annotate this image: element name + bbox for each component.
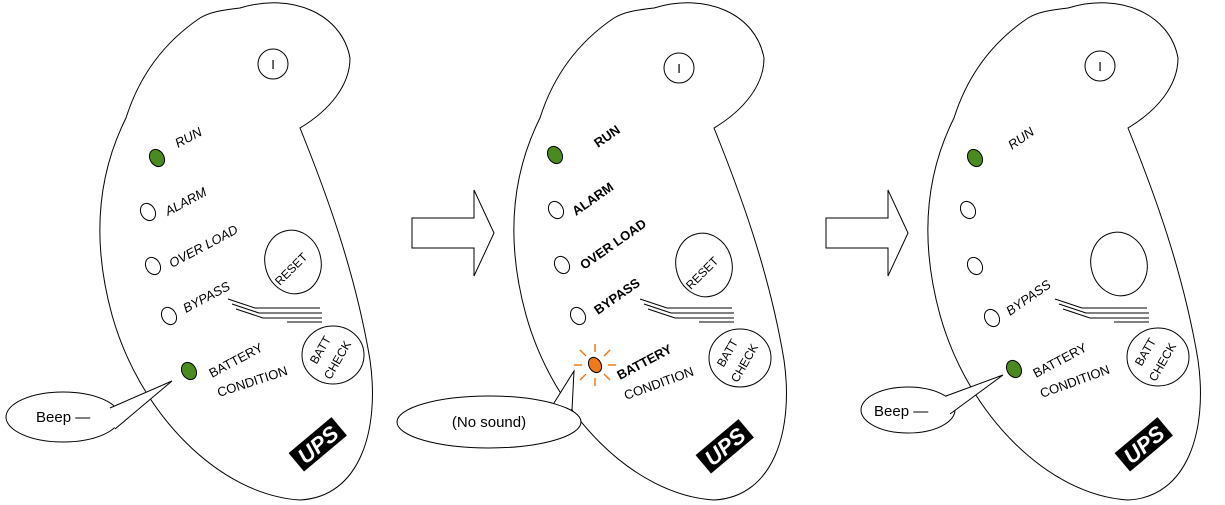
- alarm-led: [139, 202, 157, 222]
- panel-body: [99, 2, 373, 501]
- overload-led: [966, 256, 984, 276]
- power-button[interactable]: [1084, 50, 1116, 82]
- batt-check-button[interactable]: [708, 328, 772, 388]
- alarm-led: [547, 200, 565, 220]
- reset-lever-lines: [227, 298, 322, 323]
- ups-panel-2: I RUN ALARM OVER LOAD BYPASS BATTERY CON…: [396, 2, 787, 501]
- callout-text: Beep —: [874, 403, 928, 420]
- ups-panel-1: I RUN ALARM OVER LOAD BYPASS BATTERY CON…: [5, 2, 373, 501]
- bypass-led: [569, 306, 587, 326]
- power-symbol: I: [677, 61, 681, 76]
- power-symbol: I: [271, 57, 275, 72]
- blinking-led-rays: [574, 344, 616, 386]
- callout-text: Beep —: [36, 409, 90, 426]
- lever-lines: [1054, 298, 1149, 323]
- reset-lever-lines: [639, 298, 734, 323]
- ups-panel-3: I RUN BYPASS BATTERY CONDITION BATT CHEC…: [860, 2, 1201, 501]
- batt-check-button[interactable]: [1126, 327, 1190, 387]
- alarm-led: [959, 200, 977, 220]
- bypass-led: [160, 306, 178, 326]
- power-button[interactable]: [663, 52, 695, 84]
- bypass-led: [983, 308, 1001, 328]
- battery-led: [1005, 359, 1023, 379]
- power-button[interactable]: [257, 48, 289, 80]
- overload-led: [144, 256, 162, 276]
- run-led: [148, 148, 166, 168]
- battery-led: [180, 361, 198, 381]
- callout-text: (No sound): [452, 414, 526, 431]
- batt-check-button[interactable]: [301, 325, 365, 385]
- speech-callout: Beep —: [860, 374, 1004, 434]
- overload-led: [553, 255, 571, 275]
- battery-led: [587, 356, 603, 374]
- panel-body: [927, 2, 1201, 501]
- speech-callout: Beep —: [5, 380, 173, 443]
- run-led: [966, 148, 984, 168]
- speech-callout: (No sound): [396, 369, 582, 449]
- unlabeled-button[interactable]: [1084, 226, 1155, 302]
- reset-button[interactable]: [669, 227, 740, 303]
- arrow-right-icon-1: [411, 189, 495, 277]
- reset-button[interactable]: [258, 224, 329, 300]
- power-symbol: I: [1098, 59, 1102, 74]
- arrow-right-icon-2: [825, 189, 909, 277]
- run-led: [546, 145, 564, 165]
